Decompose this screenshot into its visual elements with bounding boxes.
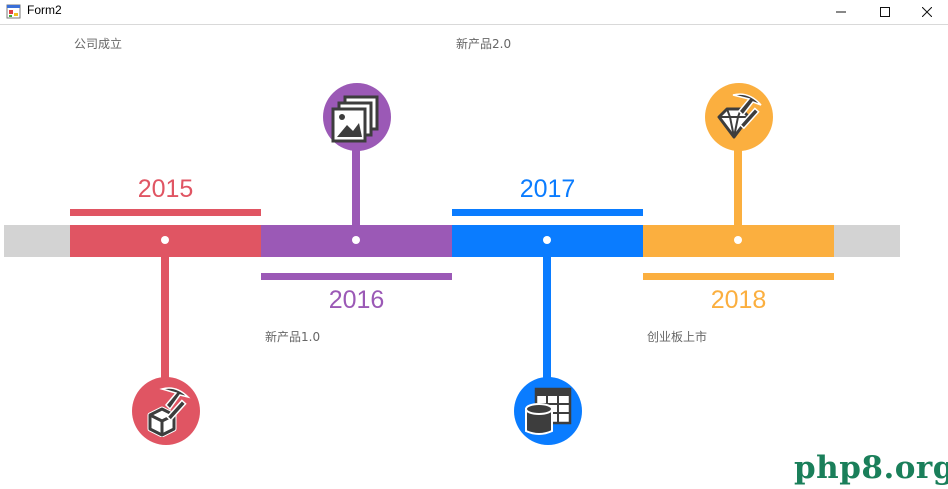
year-label-2015: 2015 — [137, 175, 194, 203]
picture-frame-icon — [331, 95, 379, 143]
maximize-icon — [880, 7, 890, 17]
stem-2017 — [543, 257, 551, 383]
milestone-2017-badge[interactable] — [514, 377, 582, 445]
watermark-text: php8.org — [794, 450, 948, 486]
close-icon — [922, 7, 932, 17]
year-label-2018: 2018 — [710, 286, 767, 314]
node-dot-2017 — [543, 236, 551, 244]
box-pickaxe-icon — [147, 387, 191, 437]
stem-2015 — [161, 257, 169, 383]
year-bar-2018 — [643, 273, 834, 280]
milestone-2016-badge[interactable] — [323, 83, 391, 151]
year-label-2016: 2016 — [328, 286, 385, 314]
database-table-icon — [525, 387, 572, 435]
year-label-2017: 2017 — [519, 175, 576, 203]
title-bar: Form2 — [0, 0, 948, 25]
year-bar-2017 — [452, 209, 643, 216]
caption-2017: 新产品2.0 — [456, 37, 512, 51]
minimize-icon — [836, 11, 846, 13]
window-title: Form2 — [27, 3, 62, 17]
year-bar-2016 — [261, 273, 452, 280]
milestone-2018-badge[interactable] — [705, 83, 773, 151]
stem-2016 — [352, 148, 360, 225]
caption-2018: 创业板上市 — [647, 330, 708, 344]
node-dot-2018 — [734, 236, 742, 244]
maximize-button[interactable] — [862, 0, 908, 24]
minimize-button[interactable] — [818, 0, 864, 24]
app-icon — [6, 4, 21, 19]
caption-2015: 公司成立 — [74, 37, 123, 51]
node-dot-2016 — [352, 236, 360, 244]
year-bar-2015 — [70, 209, 261, 216]
milestone-2015-badge[interactable] — [132, 377, 200, 445]
close-button[interactable] — [904, 0, 948, 24]
stem-2018 — [734, 148, 742, 225]
diamond-pickaxe-icon — [717, 93, 762, 139]
caption-2016: 新产品1.0 — [265, 330, 321, 344]
node-dot-2015 — [161, 236, 169, 244]
